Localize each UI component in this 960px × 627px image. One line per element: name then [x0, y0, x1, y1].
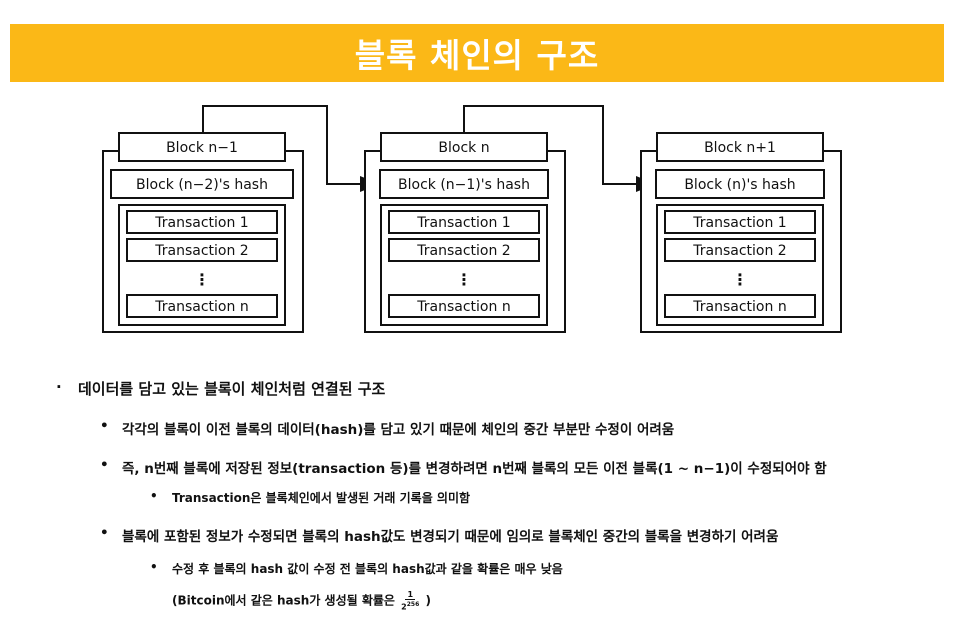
bullet-text: 데이터를 담고 있는 블록이 체인처럼 연결된 구조 — [78, 380, 386, 398]
bullet-marker: · — [56, 378, 62, 396]
bullet-marker: • — [100, 525, 109, 541]
probability-note: (Bitcoin에서 같은 hash가 생성될 확률은 1 2256 ) — [172, 590, 431, 612]
ellipsis-dots: ⋮ — [194, 270, 210, 289]
block-header-label: Block n+1 — [704, 140, 776, 156]
chain-link-arrow — [463, 105, 656, 192]
transaction-label: Transaction 1 — [416, 215, 510, 231]
transaction-label: Transaction n — [692, 299, 786, 315]
bullet-text: Transaction은 블록체인에서 발생된 거래 기록을 의미함 — [172, 491, 471, 505]
bullet-marker: • — [100, 418, 109, 434]
denominator-base: 2 — [401, 602, 407, 612]
transaction-label: Transaction 1 — [692, 215, 786, 231]
note-prefix: (Bitcoin에서 같은 hash가 생성될 확률은 — [172, 593, 395, 608]
bullet-text: 수정 후 블록의 hash 값이 수정 전 블록의 hash값과 같을 확률은 … — [172, 562, 563, 576]
bullet-marker: • — [100, 457, 109, 473]
transaction-label: Transaction n — [154, 299, 248, 315]
title-banner: 블록 체인의 구조 — [10, 24, 944, 82]
transaction-box — [388, 210, 540, 234]
probability-fraction: 1 2256 — [401, 590, 419, 612]
block-card: Block n−1 Block (n−2)'s hash Transaction… — [102, 132, 304, 333]
block-header-box — [380, 132, 548, 162]
transaction-box — [664, 294, 816, 318]
note-suffix: ) — [425, 593, 431, 608]
bullet-marker: • — [150, 560, 158, 574]
bullet-text: 각각의 블록이 이전 블록의 데이터(hash)를 담고 있기 때문에 체인의 … — [122, 422, 675, 438]
transaction-label: Transaction n — [416, 299, 510, 315]
transaction-box — [664, 238, 816, 262]
prev-hash-box — [655, 169, 825, 199]
prev-hash-label: Block (n)'s hash — [684, 177, 795, 193]
block-card: Block n+1 Block (n)'s hash Transaction 1… — [640, 132, 842, 333]
bullet-subitem: • 수정 후 블록의 hash 값이 수정 전 블록의 hash값과 같을 확률… — [150, 560, 563, 577]
block-card: Block n Block (n−1)'s hash Transaction 1… — [364, 132, 566, 333]
transaction-label: Transaction 2 — [154, 243, 248, 259]
chain-link-arrow — [202, 105, 380, 192]
transaction-label: Transaction 1 — [154, 215, 248, 231]
prev-hash-box — [379, 169, 549, 199]
prev-hash-box — [110, 169, 294, 199]
transaction-box — [388, 294, 540, 318]
denominator-exponent: 256 — [406, 601, 420, 608]
block-header-label: Block n−1 — [166, 140, 238, 156]
ellipsis-dots: ⋮ — [456, 270, 472, 289]
transaction-box — [664, 210, 816, 234]
transaction-box — [388, 238, 540, 262]
transaction-box — [126, 294, 278, 318]
ellipsis-dots: ⋮ — [732, 270, 748, 289]
bullet-item: • 즉, n번째 블록에 저장된 정보(transaction 등)를 변경하려… — [100, 457, 827, 477]
bullet-subitem: • Transaction은 블록체인에서 발생된 거래 기록을 의미함 — [150, 489, 471, 506]
blockchain-diagram: Block n−1 Block (n−2)'s hash Transaction… — [102, 105, 842, 333]
bullet-item: • 각각의 블록이 이전 블록의 데이터(hash)를 담고 있기 때문에 체인… — [100, 418, 675, 438]
bullet-marker: • — [150, 489, 158, 503]
fraction-numerator: 1 — [405, 590, 416, 600]
bullet-main: · 데이터를 담고 있는 블록이 체인처럼 연결된 구조 — [56, 378, 386, 399]
prev-hash-label: Block (n−1)'s hash — [398, 177, 530, 193]
page-title: 블록 체인의 구조 — [354, 36, 600, 75]
bullet-text: 즉, n번째 블록에 저장된 정보(transaction 등)를 변경하려면 … — [122, 461, 827, 477]
transaction-box — [126, 210, 278, 234]
transaction-label: Transaction 2 — [692, 243, 786, 259]
transaction-box — [126, 238, 278, 262]
block-header-box — [118, 132, 286, 162]
block-header-box — [656, 132, 824, 162]
block-header-label: Block n — [438, 140, 489, 156]
fraction-denominator: 2256 — [401, 600, 419, 612]
prev-hash-label: Block (n−2)'s hash — [136, 177, 268, 193]
transaction-label: Transaction 2 — [416, 243, 510, 259]
bullet-text: 블록에 포함된 정보가 수정되면 블록의 hash값도 변경되기 때문에 임의로… — [122, 529, 779, 545]
bullet-item: • 블록에 포함된 정보가 수정되면 블록의 hash값도 변경되기 때문에 임… — [100, 525, 779, 545]
